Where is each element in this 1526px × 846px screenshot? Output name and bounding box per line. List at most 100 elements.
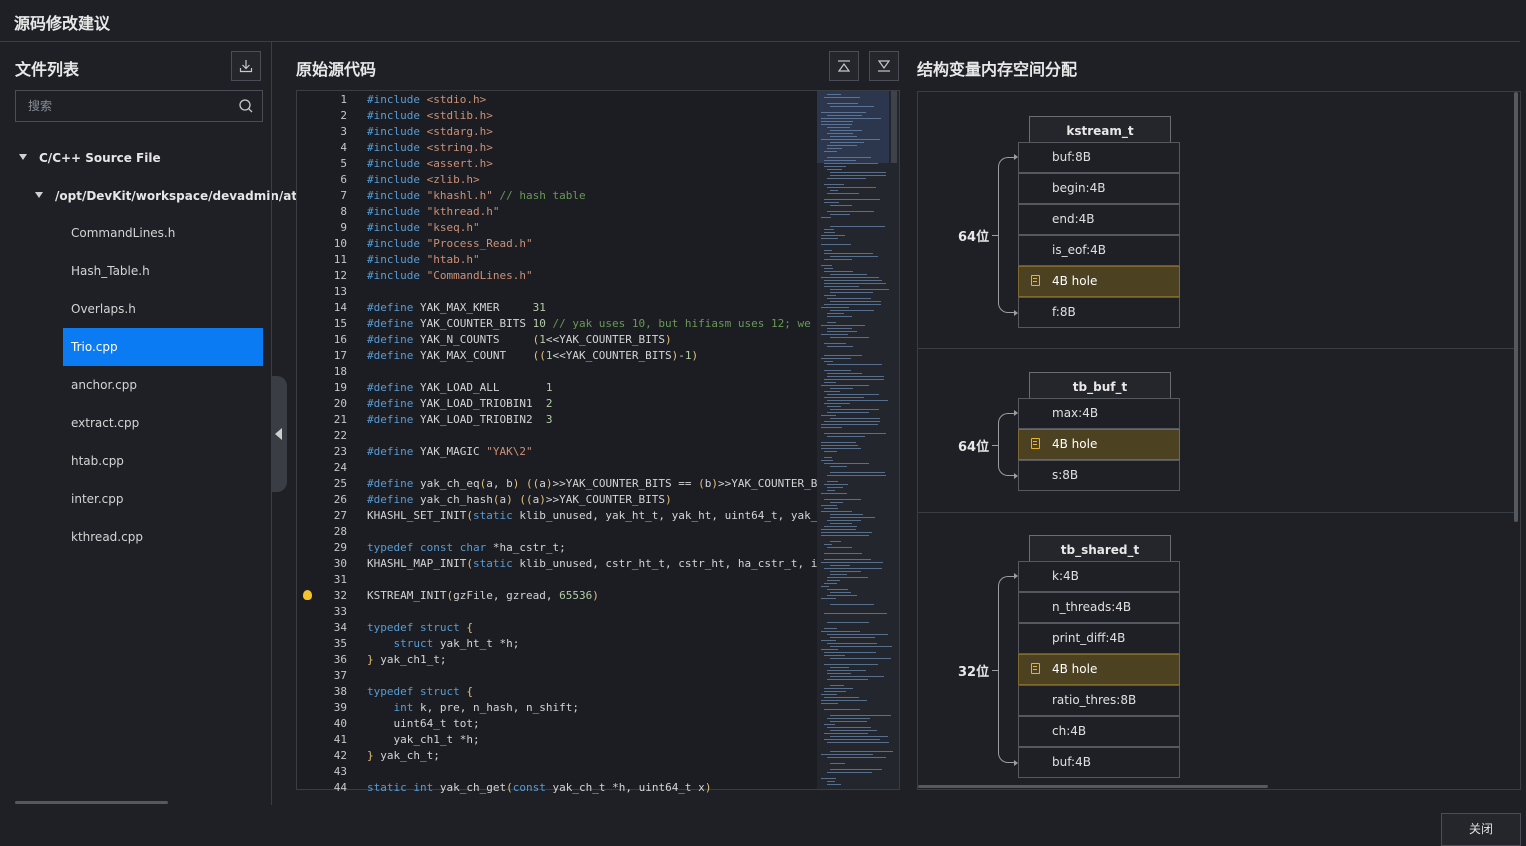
file-item[interactable]: htab.cpp	[71, 454, 124, 468]
tree-folder-path[interactable]: /opt/DevKit/workspace/devadmin/at	[35, 189, 297, 203]
line-number: 23	[333, 445, 347, 458]
download-icon	[239, 60, 253, 73]
minimap-line	[821, 448, 861, 449]
bit-width-label: 64位	[958, 439, 990, 455]
line-number: 36	[333, 653, 347, 666]
minimap-line	[824, 613, 887, 614]
code-text: #include "CommandLines.h"	[367, 269, 533, 282]
arrow-up-to-top-icon	[837, 60, 851, 72]
minimap-line	[827, 772, 872, 773]
file-list-scrollbar[interactable]	[15, 801, 168, 804]
memory-hole-field: 4B hole	[1018, 654, 1180, 685]
minimap-line	[824, 280, 882, 281]
code-line: 12#include "CommandLines.h"	[297, 268, 817, 284]
code-line: 42} yak_ch_t;	[297, 748, 817, 764]
minimap-line	[827, 547, 852, 548]
minimap-line	[830, 667, 849, 668]
minimap-line	[821, 244, 851, 245]
minimap-line	[827, 145, 857, 146]
minimap-line	[824, 559, 871, 560]
minimap-line	[830, 769, 882, 770]
search-icon[interactable]	[238, 98, 254, 114]
code-text: typedef struct {	[367, 685, 473, 698]
minimap-line	[830, 502, 843, 503]
minimap-line	[830, 763, 845, 764]
minimap-line	[830, 106, 874, 107]
code-text: } yak_ch_t;	[367, 749, 440, 762]
line-number: 27	[333, 509, 347, 522]
line-number: 41	[333, 733, 347, 746]
chevron-left-icon	[275, 428, 282, 440]
file-item[interactable]: CommandLines.h	[71, 226, 176, 240]
code-line: 18	[297, 364, 817, 380]
code-line: 7#include "khashl.h" // hash table	[297, 188, 817, 204]
struct-name-box: tb_buf_t	[1029, 372, 1171, 402]
line-number: 6	[340, 173, 347, 186]
minimap-line	[827, 727, 871, 728]
prev-suggestion-button[interactable]	[829, 51, 859, 81]
file-item[interactable]: Overlaps.h	[71, 302, 136, 316]
code-text: uint64_t tot;	[367, 717, 480, 730]
file-item[interactable]: kthread.cpp	[71, 530, 143, 544]
struct-vertical-scrollbar[interactable]	[1514, 92, 1518, 522]
line-number: 20	[333, 397, 347, 410]
minimap-line	[827, 784, 841, 785]
code-text: #include <stdlib.h>	[367, 109, 493, 122]
field-label: n_threads:4B	[1052, 600, 1132, 614]
minimap-line	[821, 358, 851, 359]
minimap-line	[824, 397, 864, 398]
minimap-line	[827, 412, 869, 413]
code-line: 1#include <stdio.h>	[297, 92, 817, 108]
minimap-line	[824, 268, 833, 269]
minimap-line	[830, 592, 851, 593]
line-number: 24	[333, 461, 347, 474]
minimap-line	[830, 136, 857, 137]
minimap-line	[827, 322, 836, 323]
minimap-line	[824, 184, 844, 185]
minimap-line	[821, 118, 881, 119]
code-text: #define YAK_MAX_KMER 31	[367, 301, 546, 314]
file-item[interactable]: inter.cpp	[71, 492, 124, 506]
struct-horizontal-scrollbar[interactable]	[918, 785, 1268, 788]
next-suggestion-button[interactable]	[869, 51, 899, 81]
field-label: s:8B	[1052, 468, 1079, 482]
code-text: typedef struct {	[367, 621, 473, 634]
minimap-line	[830, 190, 838, 191]
close-button[interactable]: 关闭	[1441, 813, 1521, 846]
minimap-line	[827, 313, 844, 314]
tree-group-cpp[interactable]: C/C++ Source File	[19, 151, 161, 165]
minimap-line	[830, 523, 852, 524]
file-item-selected[interactable]: Trio.cpp	[63, 328, 263, 366]
download-button[interactable]	[231, 51, 261, 81]
field-label: f:8B	[1052, 305, 1076, 319]
line-number: 35	[333, 637, 347, 650]
minimap-line	[824, 724, 835, 725]
code-minimap[interactable]	[817, 91, 899, 789]
file-item[interactable]: Hash_Table.h	[71, 264, 150, 278]
minimap-line	[821, 307, 849, 308]
minimap-line	[821, 505, 837, 506]
search-input[interactable]	[16, 91, 226, 121]
code-text: struct yak_ht_t *h;	[393, 637, 520, 650]
minimap-line	[824, 166, 846, 167]
minimap-line	[821, 424, 878, 425]
collapse-panel-button[interactable]	[271, 376, 287, 492]
minimap-line	[830, 301, 881, 302]
file-list-heading: 文件列表	[15, 60, 80, 79]
code-text: #include "khashl.h" // hash table	[367, 189, 586, 202]
minimap-line	[821, 640, 836, 641]
struct-brace	[992, 413, 1014, 476]
code-line: 41 yak_ch1_t *h;	[297, 732, 817, 748]
file-item[interactable]: extract.cpp	[71, 416, 140, 430]
lightbulb-icon[interactable]	[303, 590, 312, 600]
file-item[interactable]: anchor.cpp	[71, 378, 137, 392]
line-number: 33	[333, 605, 347, 618]
code-viewer[interactable]: 1#include <stdio.h>2#include <stdlib.h>3…	[296, 90, 900, 794]
code-scrollbar[interactable]	[891, 91, 897, 163]
minimap-line	[830, 658, 891, 659]
code-text: #define YAK_LOAD_TRIOBIN1 2	[367, 397, 553, 410]
